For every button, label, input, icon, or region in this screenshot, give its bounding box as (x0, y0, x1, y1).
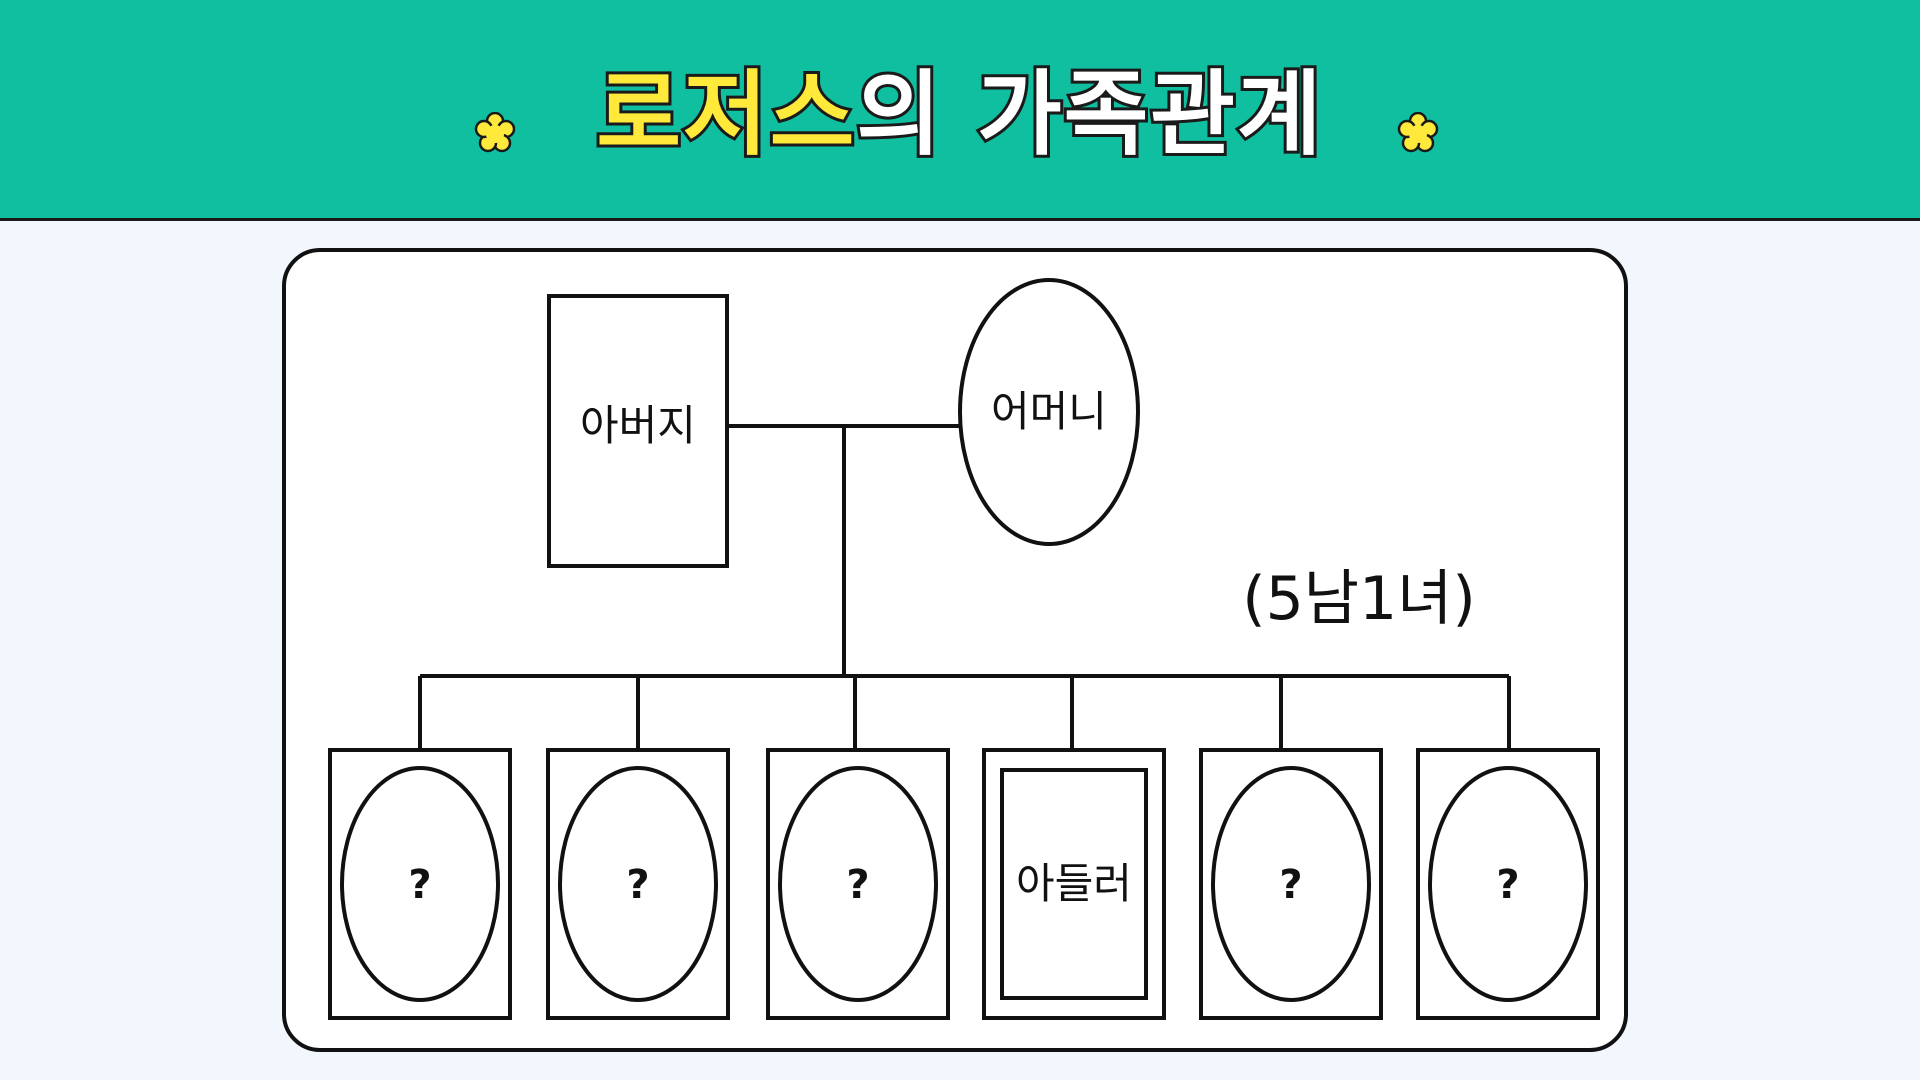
mother-label: 어머니 (991, 387, 1107, 436)
child-label: ? (1279, 862, 1302, 908)
title-highlight: 로저스 (593, 60, 857, 168)
father-node (547, 294, 729, 568)
child-node-3 (766, 748, 950, 1020)
child-label: ? (408, 862, 431, 908)
children-count-note: (5남1녀) (1242, 564, 1476, 634)
left-flower-icon (474, 112, 516, 153)
child-label: ? (1496, 862, 1519, 908)
child-node-6 (1416, 748, 1600, 1020)
child-label: ? (846, 862, 869, 908)
child-label: ? (626, 862, 649, 908)
title-banner (0, 0, 1920, 221)
title-rest: 의 가족관계 (853, 60, 1324, 168)
child-node-4-adler (982, 748, 1166, 1020)
father-label: 아버지 (580, 401, 696, 450)
child-node-2 (546, 748, 730, 1020)
diagram-card: 아버지 어머니 (5남1녀) ? ? ? 아들러 ? ? (282, 248, 1628, 1052)
family-tree-diagram: 아버지 어머니 (5남1녀) ? ? ? 아들러 ? ? (328, 278, 1600, 1020)
page-title: 로저스의 가족관계 (593, 65, 1324, 163)
right-flower-icon (1397, 112, 1439, 153)
mother-node (958, 278, 1140, 546)
child-node-1 (328, 748, 512, 1020)
adler-label: 아들러 (1016, 859, 1132, 908)
child-node-5 (1199, 748, 1383, 1020)
